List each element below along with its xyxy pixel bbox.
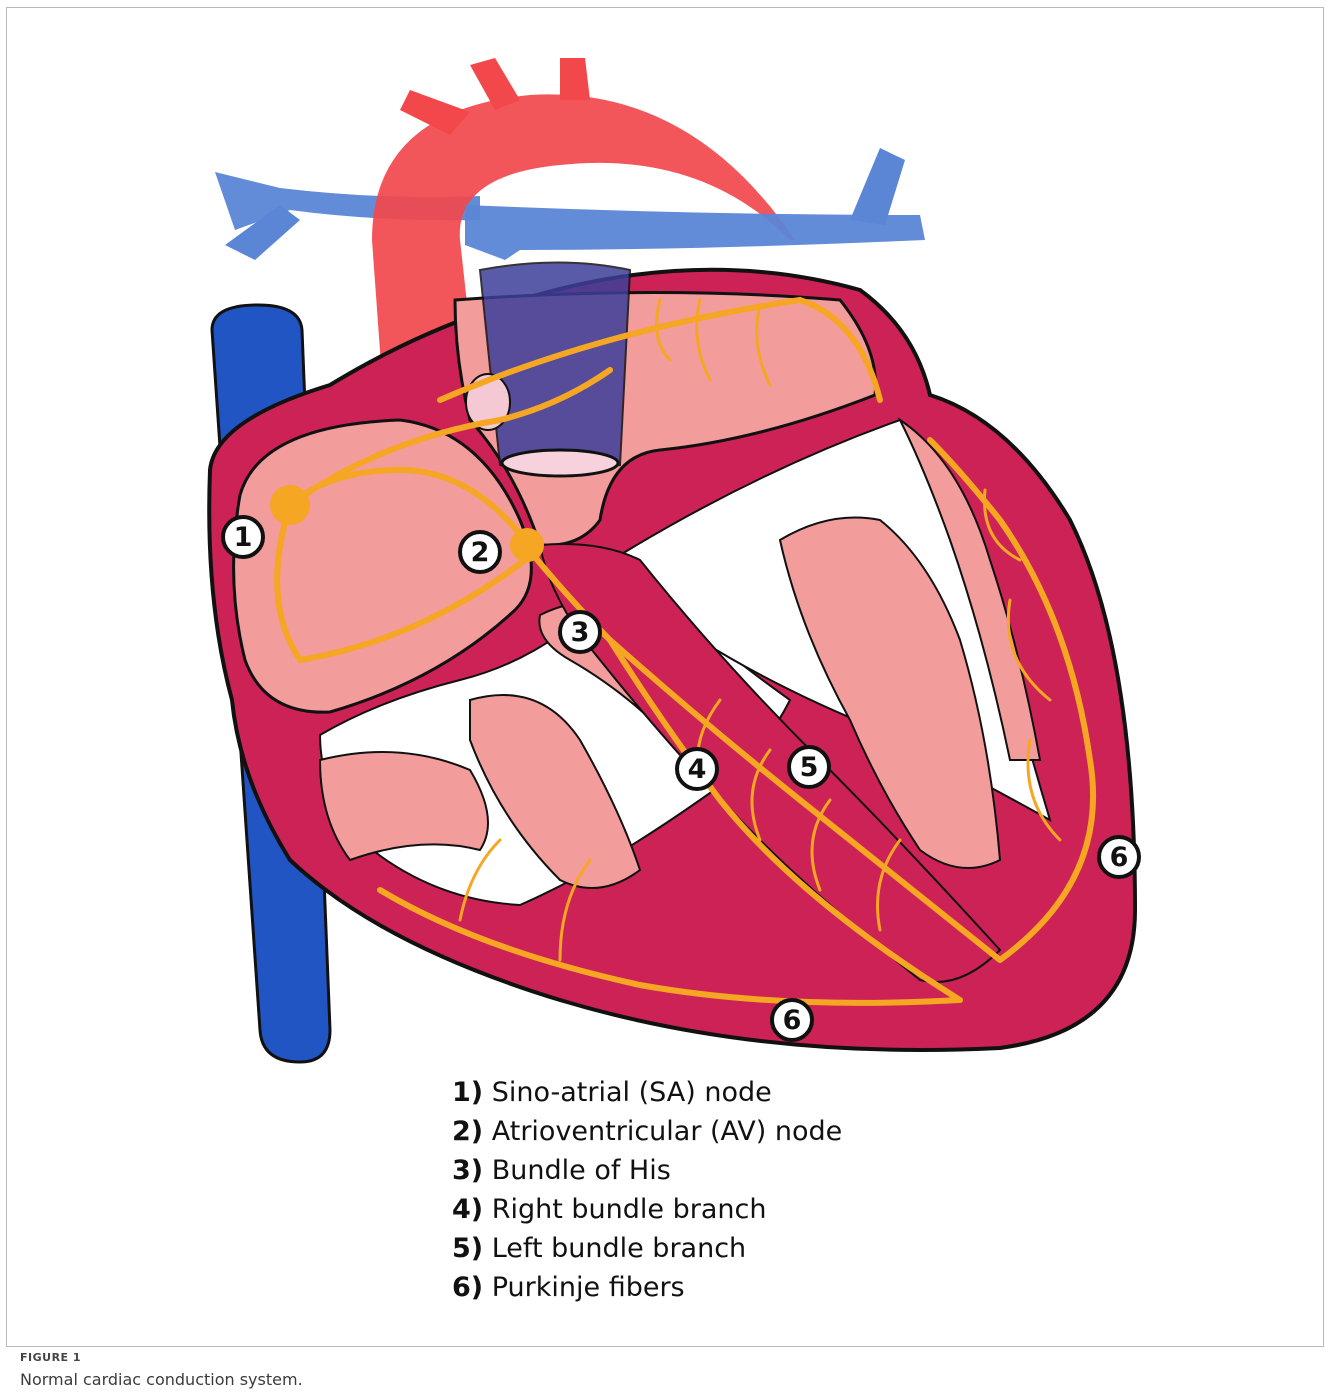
legend-item-number: 5): [452, 1233, 483, 1264]
legend-item: 1) Sino-atrial (SA) node: [452, 1077, 1072, 1116]
legend-item-label: Sino-atrial (SA) node: [492, 1077, 772, 1108]
marker-bundle-of-his: 3: [558, 610, 602, 654]
legend-item-label: Purkinje fibers: [492, 1272, 685, 1303]
legend-item-label: Right bundle branch: [492, 1194, 767, 1225]
figure-label: FIGURE 1: [20, 1351, 81, 1364]
aorta-branch-2: [470, 58, 520, 110]
legend-item-number: 1): [452, 1077, 483, 1108]
marker-av-node: 2: [458, 530, 502, 574]
av-node: [510, 528, 544, 562]
marker-sa-node: 1: [221, 515, 265, 559]
pulmonary-artery-right-fork: [850, 148, 905, 225]
legend-item: 6) Purkinje fibers: [452, 1272, 1072, 1311]
figure-caption: Normal cardiac conduction system.: [20, 1370, 303, 1389]
papillary-muscle-1: [320, 752, 488, 860]
legend-item-number: 6): [452, 1272, 483, 1303]
legend-item: 2) Atrioventricular (AV) node: [452, 1116, 1072, 1155]
legend-item-number: 3): [452, 1155, 483, 1186]
marker-left-bundle-branch: 5: [787, 745, 831, 789]
legend-item-label: Left bundle branch: [492, 1233, 746, 1264]
marker-purkinje-fibers: 6: [770, 998, 814, 1042]
aorta-branch-3: [560, 58, 590, 100]
sa-node: [270, 485, 310, 525]
pulmonary-vein-opening: [502, 450, 618, 476]
pulmonary-vein: [480, 263, 630, 472]
marker-right-bundle-branch: 4: [675, 747, 719, 791]
heart-diagram: [0, 0, 1331, 1080]
legend-item: 4) Right bundle branch: [452, 1194, 1072, 1233]
legend-item-label: Bundle of His: [492, 1155, 671, 1186]
legend-item-number: 2): [452, 1116, 483, 1147]
legend: 1) Sino-atrial (SA) node 2) Atrioventric…: [452, 1077, 1072, 1311]
legend-item: 5) Left bundle branch: [452, 1233, 1072, 1272]
legend-item-label: Atrioventricular (AV) node: [492, 1116, 843, 1147]
marker-purkinje-fibers: 6: [1097, 835, 1141, 879]
legend-item-number: 4): [452, 1194, 483, 1225]
legend-item: 3) Bundle of His: [452, 1155, 1072, 1194]
